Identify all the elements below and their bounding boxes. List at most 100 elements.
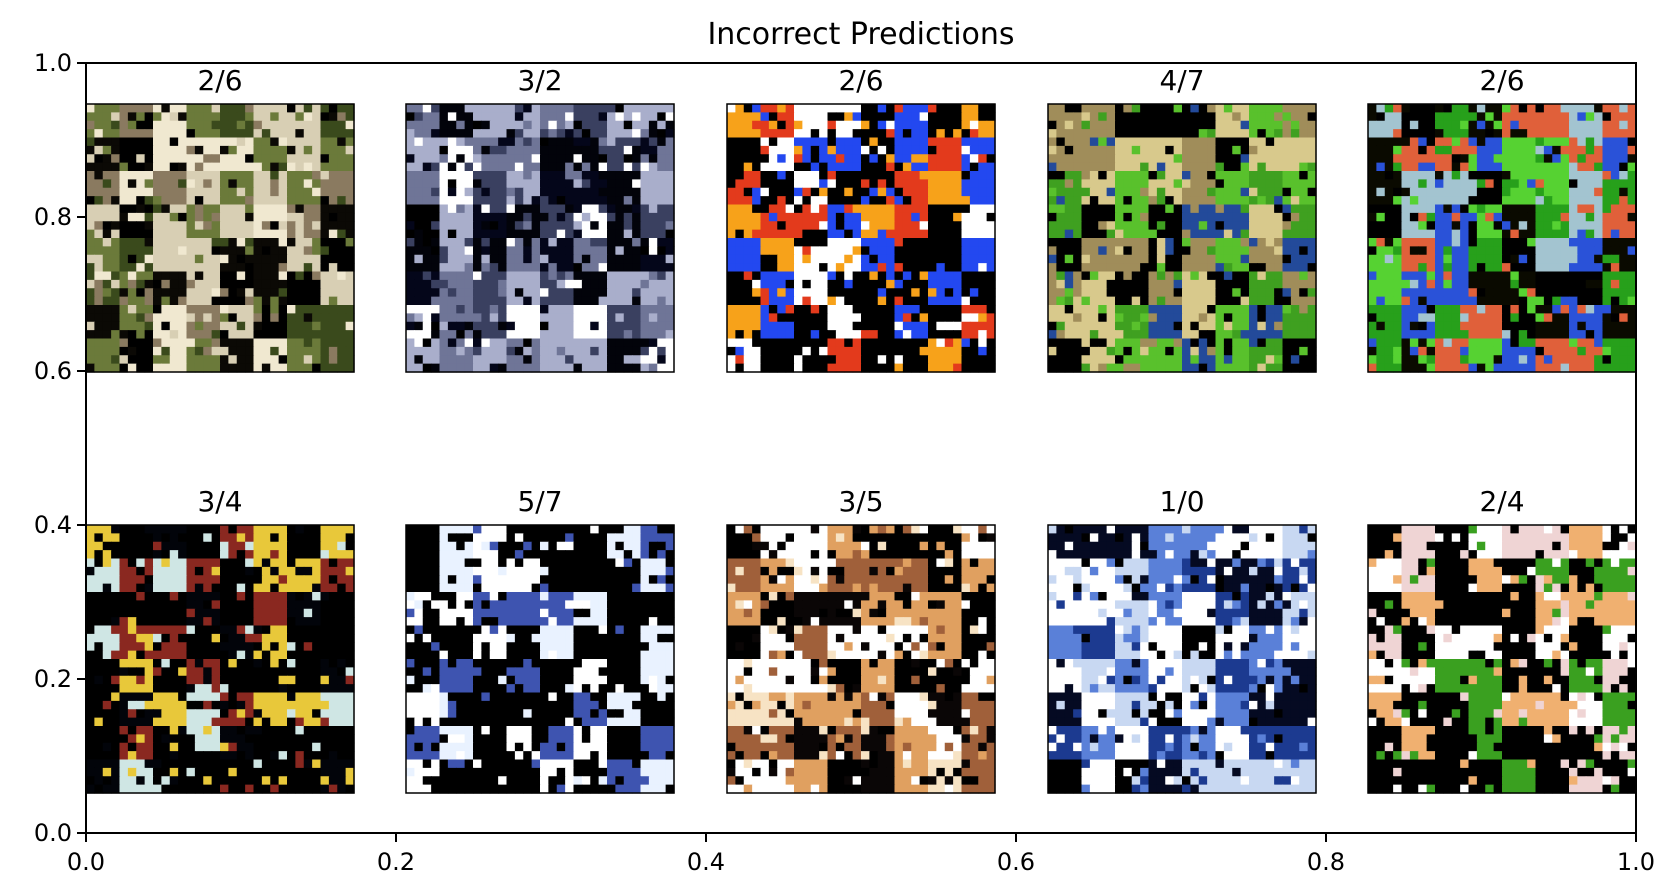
image-pixel	[969, 162, 979, 172]
image-pixel	[1274, 229, 1284, 239]
image-pixel	[1274, 330, 1284, 340]
image-pixel	[1249, 229, 1258, 239]
image-pixel	[1307, 204, 1317, 214]
image-pixel	[556, 162, 566, 172]
image-pixel	[810, 162, 820, 172]
image-pixel	[835, 221, 845, 231]
image-pixel	[1451, 305, 1461, 314]
image-pixel	[144, 196, 154, 206]
image-pixel	[1393, 187, 1403, 197]
image-pixel	[86, 296, 95, 306]
image-pixel	[1290, 279, 1300, 289]
image-pixel	[928, 129, 937, 139]
image-pixel	[590, 196, 600, 206]
image-pixel	[598, 112, 608, 122]
image-pixel	[287, 187, 296, 197]
image-pixel	[1190, 145, 1200, 155]
image-pixel	[481, 112, 491, 122]
image-pixel	[1560, 104, 1570, 113]
image-pixel	[1173, 137, 1183, 147]
image-pixel	[245, 137, 255, 147]
image-pixel	[86, 279, 95, 289]
image-pixel	[94, 187, 104, 197]
image-pixel	[1123, 112, 1133, 122]
image-pixel	[1073, 187, 1083, 197]
image-pixel	[1594, 263, 1604, 273]
image-pixel	[1240, 104, 1250, 113]
image-pixel	[1073, 346, 1083, 356]
image-pixel	[548, 187, 558, 197]
image-pixel	[1426, 104, 1436, 113]
image-pixel	[119, 263, 129, 273]
image-pixel	[944, 338, 954, 348]
image-pixel	[1384, 187, 1394, 197]
image-pixel	[203, 212, 213, 222]
image-pixel	[911, 279, 921, 289]
image-pixel	[295, 279, 305, 289]
image-pixel	[1552, 204, 1562, 214]
image-pixel	[1443, 129, 1453, 139]
image-pixel	[623, 263, 633, 273]
image-pixel	[565, 129, 575, 139]
image-pixel	[1064, 288, 1074, 298]
image-pixel	[1619, 137, 1629, 147]
image-pixel	[1265, 104, 1275, 113]
image-pixel	[439, 196, 449, 206]
image-pixel	[1602, 212, 1612, 222]
image-pixel	[153, 305, 162, 314]
image-pixel	[220, 346, 229, 356]
image-pixel	[414, 204, 424, 214]
image-pixel	[615, 288, 625, 298]
image-pixel	[1569, 162, 1578, 172]
image-pixel	[431, 246, 441, 256]
image-pixel	[961, 246, 971, 256]
image-pixel	[852, 296, 862, 306]
image-pixel	[1081, 137, 1091, 147]
image-pixel	[1115, 254, 1124, 264]
image-pixel	[1198, 162, 1208, 172]
image-pixel	[1165, 212, 1175, 222]
image-pixel	[531, 363, 541, 373]
image-pixel	[1123, 296, 1133, 306]
image-pixel	[657, 355, 667, 365]
image-pixel	[1594, 296, 1604, 306]
image-pixel	[1265, 338, 1275, 348]
image-pixel	[295, 154, 305, 164]
image-pixel	[648, 338, 658, 348]
image-pixel	[1182, 296, 1191, 306]
image-pixel	[1418, 187, 1428, 197]
image-pixel	[328, 129, 338, 139]
image-pixel	[1048, 104, 1057, 113]
image-pixel	[228, 112, 238, 122]
image-pixel	[102, 313, 112, 323]
image-pixel	[1223, 162, 1233, 172]
image-pixel	[1493, 321, 1503, 331]
image-pixel	[1409, 179, 1419, 189]
image-pixel	[615, 313, 625, 323]
image-pixel	[819, 196, 829, 206]
image-pixel	[623, 229, 633, 239]
image-pixel	[1148, 145, 1158, 155]
image-pixel	[953, 271, 963, 281]
image-pixel	[540, 238, 549, 247]
image-pixel	[102, 279, 112, 289]
image-pixel	[573, 104, 583, 113]
image-pixel	[1594, 162, 1604, 172]
image-pixel	[944, 321, 954, 331]
image-pixel	[1627, 246, 1637, 256]
image-pixel	[969, 263, 979, 273]
image-pixel	[852, 179, 862, 189]
image-pixel	[785, 221, 795, 231]
image-pixel	[911, 154, 921, 164]
image-pixel	[919, 212, 929, 222]
image-pixel	[111, 154, 121, 164]
image-pixel	[253, 271, 263, 281]
image-pixel	[810, 263, 820, 273]
image-pixel	[727, 145, 736, 155]
image-pixel	[228, 179, 238, 189]
image-pixel	[777, 154, 787, 164]
image-pixel	[1535, 179, 1545, 189]
image-pixel	[1535, 196, 1545, 206]
image-pixel	[1240, 120, 1250, 130]
image-border	[1047, 103, 1317, 373]
